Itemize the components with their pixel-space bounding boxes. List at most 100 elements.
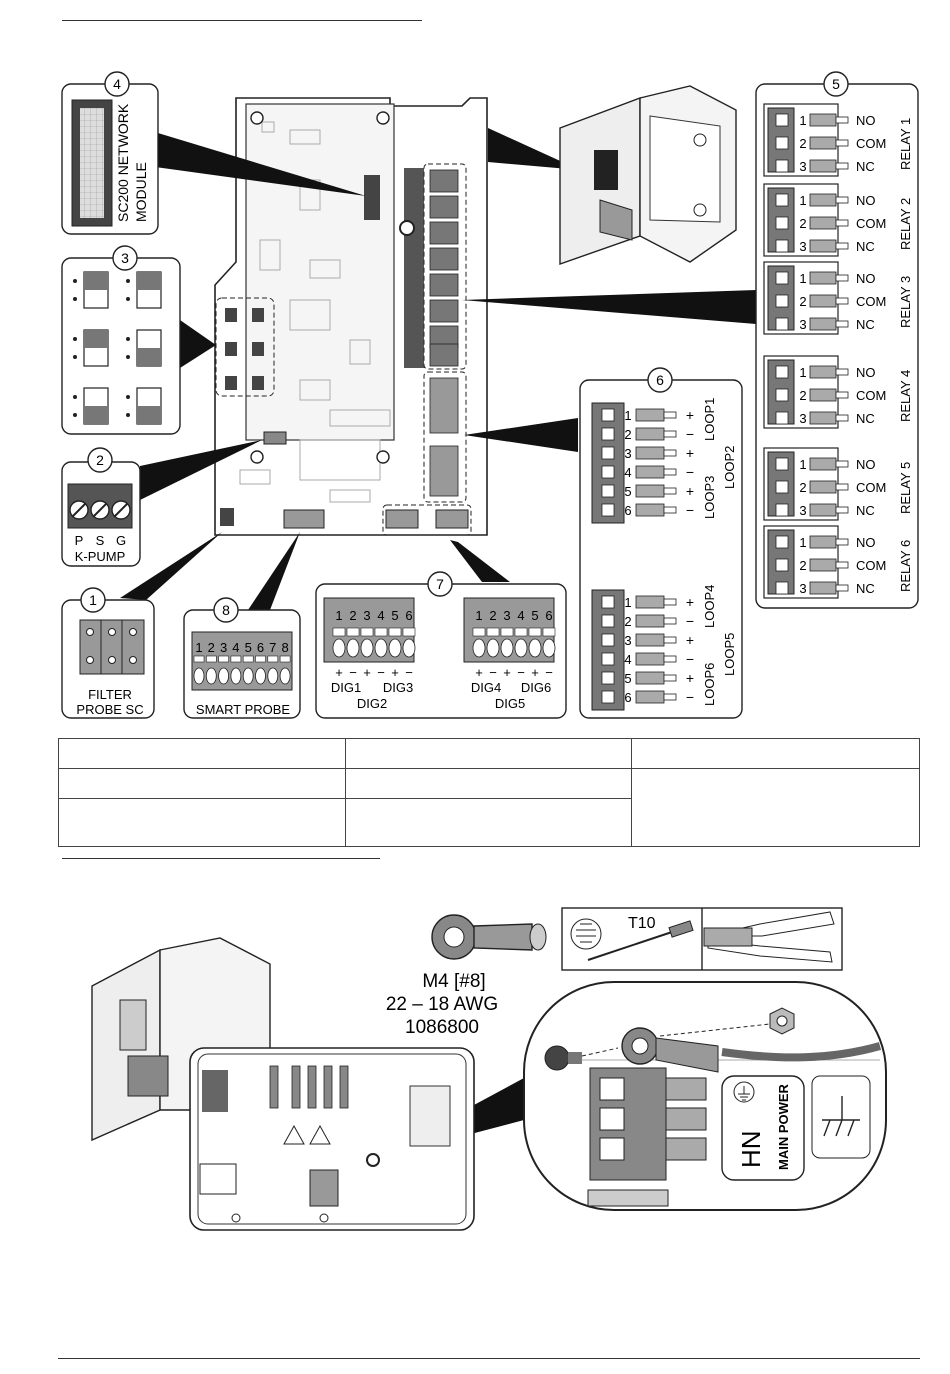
relay-contact-label: NC [856, 239, 875, 254]
smart-probe-screw [255, 667, 266, 685]
module-label-line2: MODULE [133, 162, 149, 222]
loop-pin-header [635, 614, 665, 628]
smart-probe-pin-number: 3 [220, 640, 227, 655]
smart-probe-pin-slot [255, 655, 266, 663]
relay-screw-slot [775, 216, 789, 230]
relay-pin-header [809, 480, 837, 494]
bottom-rule [58, 1358, 920, 1359]
loop-pin-tip [663, 468, 677, 476]
relay-pin-tip [835, 391, 849, 399]
smart-probe-pin-slot [242, 655, 254, 663]
phase-label: HN [736, 1130, 766, 1168]
smart-probe-pin-slot [267, 655, 279, 663]
relay-contact-label: NO [856, 365, 876, 380]
loop-pin-number: 5 [624, 671, 631, 686]
loop-pin-header [635, 503, 665, 517]
relay-contact-label: NO [856, 457, 876, 472]
relay-pin-header [809, 136, 837, 150]
tool-label: T10 [628, 915, 656, 932]
dig-polarity: − [349, 665, 357, 680]
relay-pin-header [809, 388, 837, 402]
callout-5: 5 [832, 76, 840, 92]
dig-pin-slot [542, 627, 556, 637]
loop-pin-tip [663, 655, 677, 663]
jumpers-panel [61, 257, 181, 435]
loop-polarity: − [686, 689, 694, 705]
relay-pin-tip [835, 196, 849, 204]
relay-pin-number: 2 [799, 216, 806, 231]
loop-pin-header [635, 652, 665, 666]
dig-pin-number: 4 [517, 608, 524, 623]
loop-pin-header [635, 633, 665, 647]
relay-screw-slot [775, 159, 789, 173]
loop-pin-header [635, 465, 665, 479]
relay-pin-tip [835, 483, 849, 491]
table-cell [344, 798, 633, 847]
filter-probe-panel: FILTER PROBE SC [61, 599, 155, 719]
loop-screw-slot [601, 484, 615, 498]
k-pump-pin-g: G [116, 533, 126, 548]
power-board-sketch [189, 1047, 475, 1231]
relay-pin-number: 1 [799, 271, 806, 286]
relay-pin-number: 3 [799, 411, 806, 426]
relay-pin-tip [835, 162, 849, 170]
top-rule [62, 20, 422, 21]
loop-connector-body [591, 589, 625, 711]
relay-screw-slot [775, 581, 789, 595]
loop-polarity: − [686, 502, 694, 518]
smart-probe-pin-number: 5 [245, 640, 252, 655]
callout-1: 1 [89, 592, 97, 608]
relay-screw-slot [775, 365, 789, 379]
dig-pin-slot [346, 627, 360, 637]
relay-pin-number: 3 [799, 581, 806, 596]
loop-pin-number: 4 [624, 652, 631, 667]
relay-pin-header [809, 239, 837, 253]
smart-probe-pin-number: 1 [195, 640, 202, 655]
smart-probe-pin-number: 4 [232, 640, 239, 655]
smart-probe-screw [267, 667, 279, 685]
relay-pin-number: 2 [799, 480, 806, 495]
table-row [58, 738, 920, 769]
loop-pin-number: 3 [624, 633, 631, 648]
loop-pin-number: 3 [624, 446, 631, 461]
enclosure-sketch [559, 85, 737, 265]
table-row [58, 768, 920, 847]
loop-pin-tip [663, 506, 677, 514]
relay-pin-header [809, 271, 837, 285]
main-power-label: MAIN POWER [776, 1083, 791, 1170]
dig-pin-slot [500, 627, 514, 637]
smart-probe-pin-slot [230, 655, 242, 663]
relay-screw-slot [775, 388, 789, 402]
dig-pin-slot [528, 627, 542, 637]
loop-polarity: + [686, 632, 694, 648]
loop-screw-slot [601, 446, 615, 460]
relay-pin-number: 2 [799, 558, 806, 573]
middle-rule [62, 858, 380, 859]
dig-pin-slot [388, 627, 402, 637]
loop-screw-slot [601, 465, 615, 479]
loop-polarity: − [686, 651, 694, 667]
relay-contact-label: NO [856, 113, 876, 128]
table-cell [58, 738, 346, 769]
relay-pin-header [809, 159, 837, 173]
digital-inputs-panel: 1+2−3+4−5+6− 1+2−3+4−5+6− DIG1 DIG2 DIG3… [315, 583, 567, 719]
loop-pin-header [635, 690, 665, 704]
dig-left-pins: 1+2−3+4−5+6− [332, 608, 416, 680]
loop-pin-header [635, 408, 665, 422]
relay-pin-header [809, 365, 837, 379]
loop-screw-slot [601, 408, 615, 422]
relay-pin-tip [835, 538, 849, 546]
relay-contact-label: NC [856, 159, 875, 174]
callout-4: 4 [113, 76, 121, 92]
loop-pin-number: 6 [624, 690, 631, 705]
relay-name: RELAY 1 [898, 118, 913, 170]
k-pump-pin-p: P [75, 533, 84, 548]
loop-pin-tip [663, 674, 677, 682]
relay-screw-slot [775, 480, 789, 494]
loop-pin-tip [663, 487, 677, 495]
relay-pin-header [809, 193, 837, 207]
loop-screw-slot [601, 652, 615, 666]
dig-pin-number: 2 [489, 608, 496, 623]
